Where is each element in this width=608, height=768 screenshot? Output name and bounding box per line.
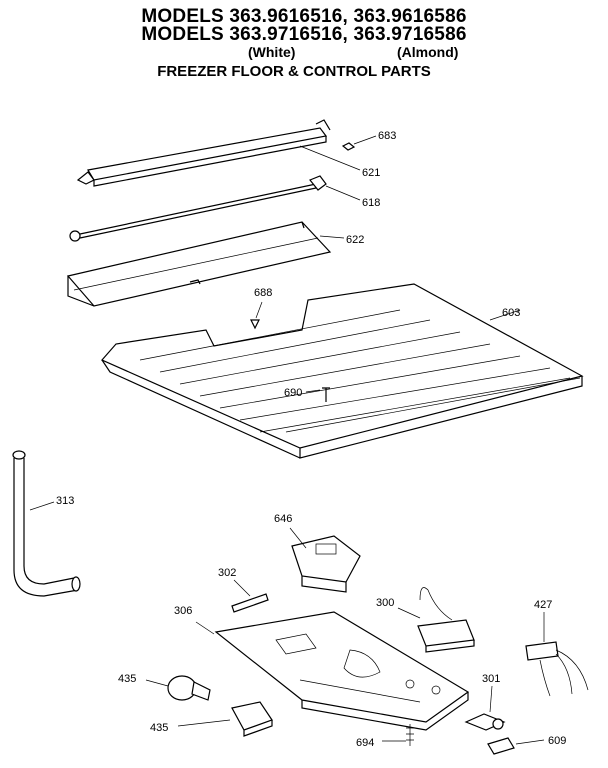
models-line-2: MODELS 363.9716516, 363.9716586 [141,24,467,45]
label-646: 646 [274,513,292,525]
label-618: 618 [362,197,380,209]
part-683-screw [341,135,377,151]
label-306: 306 [174,605,192,617]
label-435-bulb: 435 [118,673,136,685]
part-435-socket [177,701,273,737]
part-301-switch [464,685,506,731]
part-688-pin [250,301,263,330]
label-427: 427 [534,599,552,611]
models-line-1: MODELS 363.9616516, 363.9616586 [141,6,467,27]
part-618-rod [69,175,361,242]
part-621-bracket [76,119,361,187]
part-603-freezer-floor [101,283,584,459]
part-300-thermostat [397,587,475,653]
part-690-screw [305,387,330,402]
variant-white: (White) [248,44,296,60]
label-603: 603 [502,307,520,319]
part-694-screw [382,724,414,746]
label-301: 301 [482,673,500,685]
label-609: 609 [548,735,566,747]
label-690: 690 [284,387,302,399]
part-306-control-housing [195,611,470,731]
part-427-harness [525,612,589,697]
part-435-bulb [145,675,211,701]
label-302: 302 [218,567,236,579]
label-300: 300 [376,597,394,609]
label-694: 694 [356,737,374,749]
label-435-socket: 435 [150,722,168,734]
label-313: 313 [56,495,74,507]
label-688: 688 [254,287,272,299]
label-683: 683 [378,130,396,142]
diagram-title: FREEZER FLOOR & CONTROL PARTS [157,63,431,80]
part-302-pin [231,579,269,613]
part-609-clip [487,737,545,755]
label-622: 622 [346,234,364,246]
variant-almond: (Almond) [397,44,459,60]
part-622-tray [66,221,345,307]
part-646-defrost-timer [289,527,361,593]
part-313-drain-tube [12,450,81,597]
label-621: 621 [362,167,380,179]
